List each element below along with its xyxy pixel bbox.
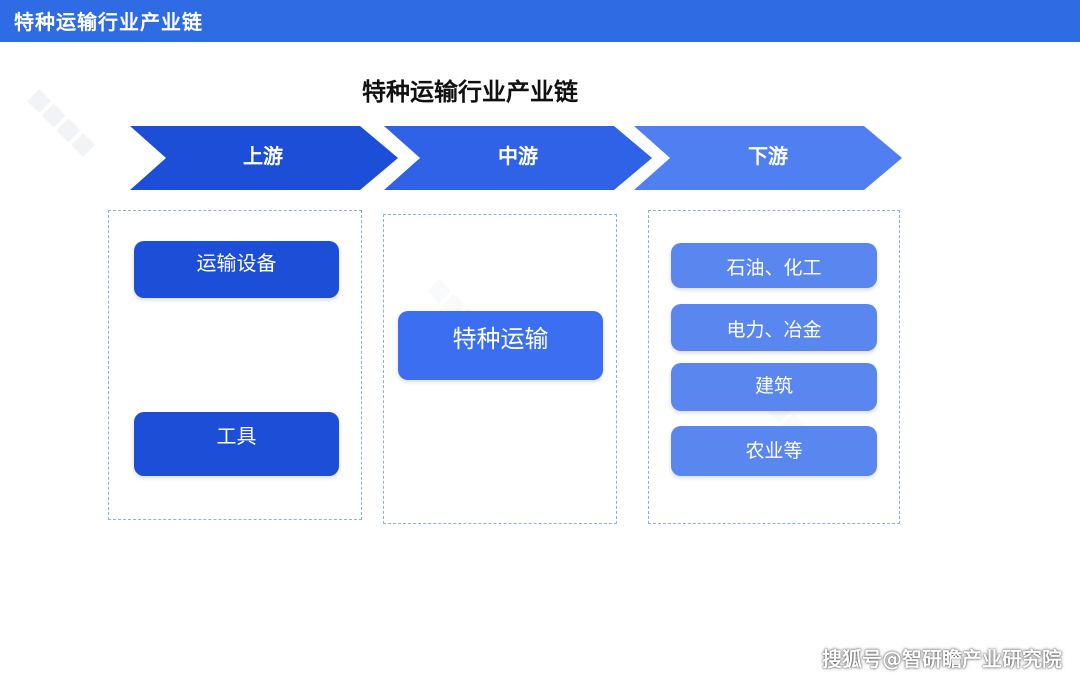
header-bar: 特种运输行业产业链	[0, 0, 1080, 42]
downstream-item: 电力、冶金	[671, 304, 877, 351]
upstream-item: 工具	[134, 412, 339, 476]
upstream-item-label: 运输设备	[196, 251, 277, 275]
downstream-item-label: 石油、化工	[726, 257, 822, 279]
downstream-item: 农业等	[671, 426, 877, 476]
header-title: 特种运输行业产业链	[14, 10, 203, 34]
diagram-title: 特种运输行业产业链	[362, 77, 578, 106]
upstream-item-label: 工具	[216, 424, 257, 448]
downstream-item-label: 农业等	[745, 440, 803, 462]
stage-label-upstream: 上游	[243, 144, 283, 168]
midstream-item-label: 特种运输	[452, 325, 549, 353]
downstream-item: 建筑	[671, 363, 877, 411]
midstream-item: 特种运输	[398, 311, 603, 380]
stage-label-downstream: 下游	[748, 144, 788, 168]
downstream-item-label: 电力、冶金	[726, 319, 822, 341]
downstream-item-label: 建筑	[754, 375, 793, 397]
chevron-midstream	[384, 126, 652, 190]
chevron-downstream	[634, 126, 902, 190]
source-credit: 搜狐号@智研瞻产业研究院	[822, 647, 1062, 671]
chevron-upstream	[130, 126, 398, 190]
downstream-item: 石油、化工	[671, 243, 877, 288]
stage-label-midstream: 中游	[498, 144, 538, 168]
upstream-item: 运输设备	[134, 241, 339, 298]
